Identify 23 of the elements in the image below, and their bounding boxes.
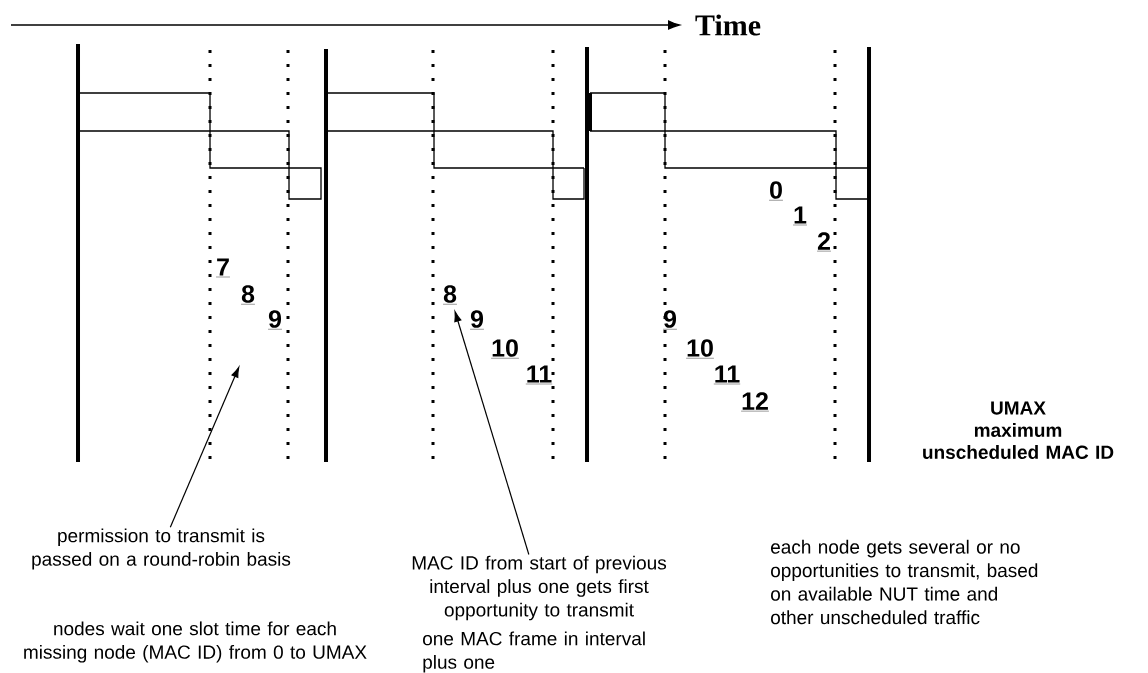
note-text: maximum unscheduled MAC ID (923, 423, 1114, 459)
mac-id-number: 10 (685, 339, 715, 359)
mac-id-number: 11 (525, 365, 553, 385)
mac-id-number: 10 (490, 339, 520, 359)
mac-id-number: 8 (240, 285, 256, 305)
heading: UMAX (991, 401, 1046, 415)
mac-id-number: 9 (662, 310, 678, 330)
mac-id-number: 7 (215, 258, 231, 278)
mac-id-number: 9 (469, 310, 485, 330)
note-text: nodes wait one slot time for each missing node (MAC ID) from 0 to UMAX (24, 621, 367, 663)
note-text: each node gets several or no opportunities to transmit, based on available NUT time and other unscheduled traffic (771, 539, 1038, 625)
mac-id-number: 12 (740, 392, 770, 412)
mac-id-number: 9 (267, 310, 283, 330)
mac-id-number: 11 (713, 365, 741, 385)
leader-line (454, 311, 530, 556)
leader-line (169, 366, 240, 528)
mac-id-number: 2 (816, 232, 832, 252)
axis-label: Time (695, 14, 761, 36)
note-text: one MAC frame in interval plus one (423, 631, 645, 673)
mac-id-number: 0 (768, 181, 784, 201)
note-text: permission to transmit is passed on a round-robin basis (32, 528, 291, 570)
mac-id-number: 8 (442, 285, 458, 305)
mac-id-number: 1 (792, 206, 808, 226)
